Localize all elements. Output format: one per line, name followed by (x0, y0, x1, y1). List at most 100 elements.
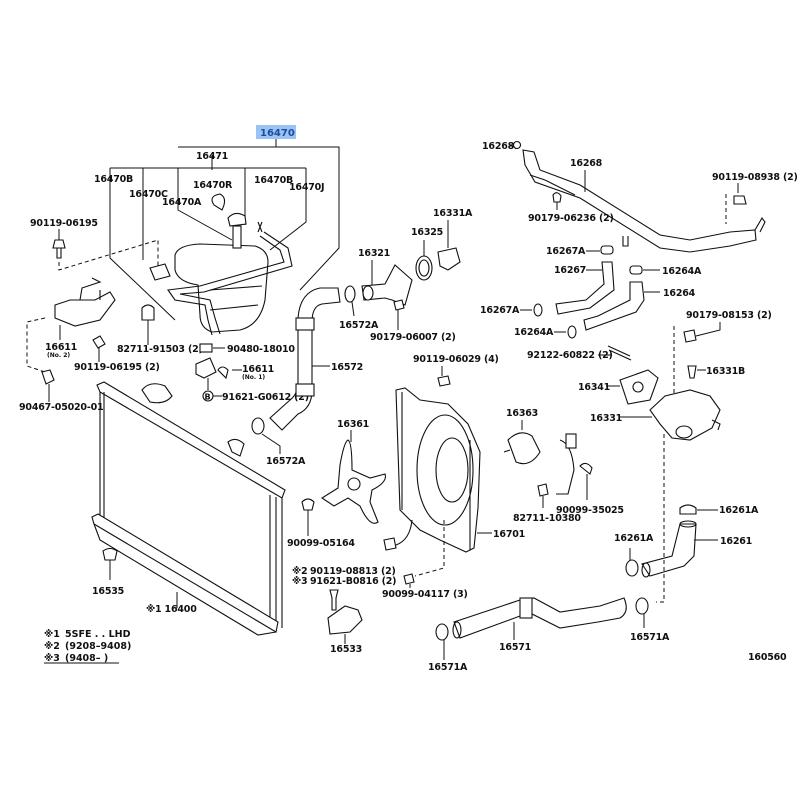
part-label-90119-08813[interactable]: 90119-08813 (2) (310, 566, 396, 577)
fan-hub (347, 477, 361, 491)
part-label-91621-g0612[interactable]: 91621-G0612 (2) (222, 392, 309, 403)
part-label-16701[interactable]: 16701 (493, 529, 525, 540)
part-label-92122-60822[interactable]: 92122-60822 (2) (527, 350, 613, 361)
part-label-16533[interactable]: 16533 (330, 644, 362, 655)
part-label-16261a-top[interactable]: 16261A (719, 505, 759, 516)
part-label-16535[interactable]: 16535 (92, 586, 124, 597)
catalog-reference: 160560 (748, 652, 787, 663)
leader-line (109, 155, 307, 321)
clamp-icon (629, 265, 643, 275)
clip-icon (141, 304, 155, 321)
part-label-16341[interactable]: 16341 (578, 382, 610, 393)
part-label-16268[interactable]: 16268 (570, 158, 603, 169)
part-label-91621-b0816[interactable]: 91621-B0816 (2) (310, 576, 396, 587)
bolt-icon (437, 375, 451, 387)
part-label-16611-no1[interactable]: 16611 (242, 364, 274, 375)
part-label-16267[interactable]: 16267 (554, 265, 586, 276)
part-label-16268f[interactable]: 16268F (482, 141, 521, 152)
dashed-connector (414, 520, 445, 577)
star2-mark: ※2 (292, 566, 307, 577)
part-label-16264a[interactable]: 16264A (662, 266, 702, 277)
part-label-16261a[interactable]: 16261A (614, 533, 654, 544)
part-label-16470a[interactable]: 16470A (162, 197, 202, 208)
outlet-group: 16572 16572A 16321 16325 16331A 90179-06… (251, 208, 473, 467)
legend-text-1: 5SFE . . LHD (65, 629, 131, 640)
gasket-hole (632, 381, 644, 393)
overflow-hose (167, 235, 285, 336)
reservoir-ribs (209, 285, 263, 311)
part-label-16470b-right[interactable]: 16470B (254, 175, 293, 186)
part-label-16363[interactable]: 16363 (506, 408, 538, 419)
legend-text-3: (9408– ) (65, 653, 108, 664)
part-label-16331a[interactable]: 16331A (433, 208, 473, 219)
part-label-16572a-2[interactable]: 16572A (266, 456, 306, 467)
part-label-16325[interactable]: 16325 (411, 227, 443, 238)
hose-end (679, 520, 697, 528)
pipe-bracket (622, 236, 629, 247)
hose-end (452, 621, 462, 639)
part-label-16264a-2[interactable]: 16264A (514, 327, 554, 338)
part-label-90119-06195[interactable]: 90119-06195 (30, 218, 98, 229)
part-note-no1: (No. 1) (242, 374, 265, 381)
part-label-82711-91503[interactable]: 82711-91503 (2) (117, 344, 203, 355)
part-label-16267a-2[interactable]: 16267A (480, 305, 520, 316)
legend-mark-1: ※1 (44, 629, 60, 640)
hose-end (641, 562, 651, 578)
part-label-16400[interactable]: ※1 16400 (146, 604, 197, 615)
radiator-bottom-tank (91, 513, 279, 633)
part-label-16470b-left[interactable]: 16470B (94, 174, 133, 185)
part-label-16572[interactable]: 16572 (331, 362, 363, 373)
part-label-90119-06029[interactable]: 90119-06029 (4) (413, 354, 499, 365)
bolt-icon (579, 462, 593, 475)
part-label-82711-10380[interactable]: 82711-10380 (513, 513, 582, 524)
radiator-top-tank (96, 381, 286, 499)
part-label-90119-08938[interactable]: 90119-08938 (2) (712, 172, 798, 183)
plug-icon (687, 365, 697, 379)
part-label-90179-08153[interactable]: 90179-08153 (2) (686, 310, 772, 321)
part-label-90099-35025[interactable]: 90099-35025 (556, 505, 624, 516)
support-bracket-icon (327, 605, 363, 635)
dashed-connector (656, 434, 665, 603)
part-label-16470j[interactable]: 16470J (289, 182, 325, 193)
part-label-16470r[interactable]: 16470R (193, 180, 233, 191)
clip-icon (537, 483, 549, 497)
part-label-16571[interactable]: 16571 (499, 642, 531, 653)
part-label-90179-06236[interactable]: 90179-06236 (2) (528, 213, 614, 224)
hose-16261-icon (641, 523, 697, 577)
fan-shroud-icon (395, 387, 481, 553)
upper-hose-icon (269, 287, 341, 431)
part-label-90119-06195-2[interactable]: 90119-06195 (2) (74, 362, 160, 373)
part-label-16571a-right[interactable]: 16571A (630, 632, 670, 643)
part-label-90480-18010[interactable]: 90480-18010 (227, 344, 296, 355)
connector-icon (383, 537, 397, 551)
clamp-icon (533, 303, 543, 317)
motor-wire (556, 439, 575, 495)
part-label-16261[interactable]: 16261 (720, 536, 752, 547)
shroud-hub (435, 437, 469, 503)
part-label-16361[interactable]: 16361 (337, 419, 369, 430)
part-label-90179-06007[interactable]: 90179-06007 (2) (370, 332, 456, 343)
part-label-16321[interactable]: 16321 (358, 248, 390, 259)
thermostat-icon (437, 247, 461, 271)
part-label-90467-05020-01[interactable]: 90467-05020-01 (19, 402, 104, 413)
part-label-16264[interactable]: 16264 (663, 288, 696, 299)
housing-nipple (711, 419, 721, 431)
part-label-16470c[interactable]: 16470C (129, 189, 168, 200)
hose-collar (519, 597, 533, 619)
part-label-16572a[interactable]: 16572A (339, 320, 379, 331)
shroud-wire (395, 519, 413, 546)
gasket-inner (418, 259, 430, 277)
fan-group: 90119-06029 (4) 16701 16363 82711-10380 … (287, 354, 624, 655)
fan-motor-icon (507, 432, 541, 465)
part-label-16611-no2[interactable]: 16611 (45, 342, 77, 353)
bracket-group: 16611 (No. 2) 90119-06195 (2) 90467-0502… (19, 277, 309, 413)
part-label-16331[interactable]: 16331 (590, 413, 622, 424)
part-label-16571a-left[interactable]: 16571A (428, 662, 468, 673)
part-label-16471[interactable]: 16471 (196, 151, 228, 162)
leader-line (695, 322, 721, 337)
part-label-90099-04117[interactable]: 90099-04117 (3) (382, 589, 468, 600)
part-label-16331b[interactable]: 16331B (706, 366, 745, 377)
part-label-90099-05164[interactable]: 90099-05164 (287, 538, 356, 549)
group-part-label[interactable]: 16470 (260, 128, 295, 139)
part-label-16267a[interactable]: 16267A (546, 246, 586, 257)
